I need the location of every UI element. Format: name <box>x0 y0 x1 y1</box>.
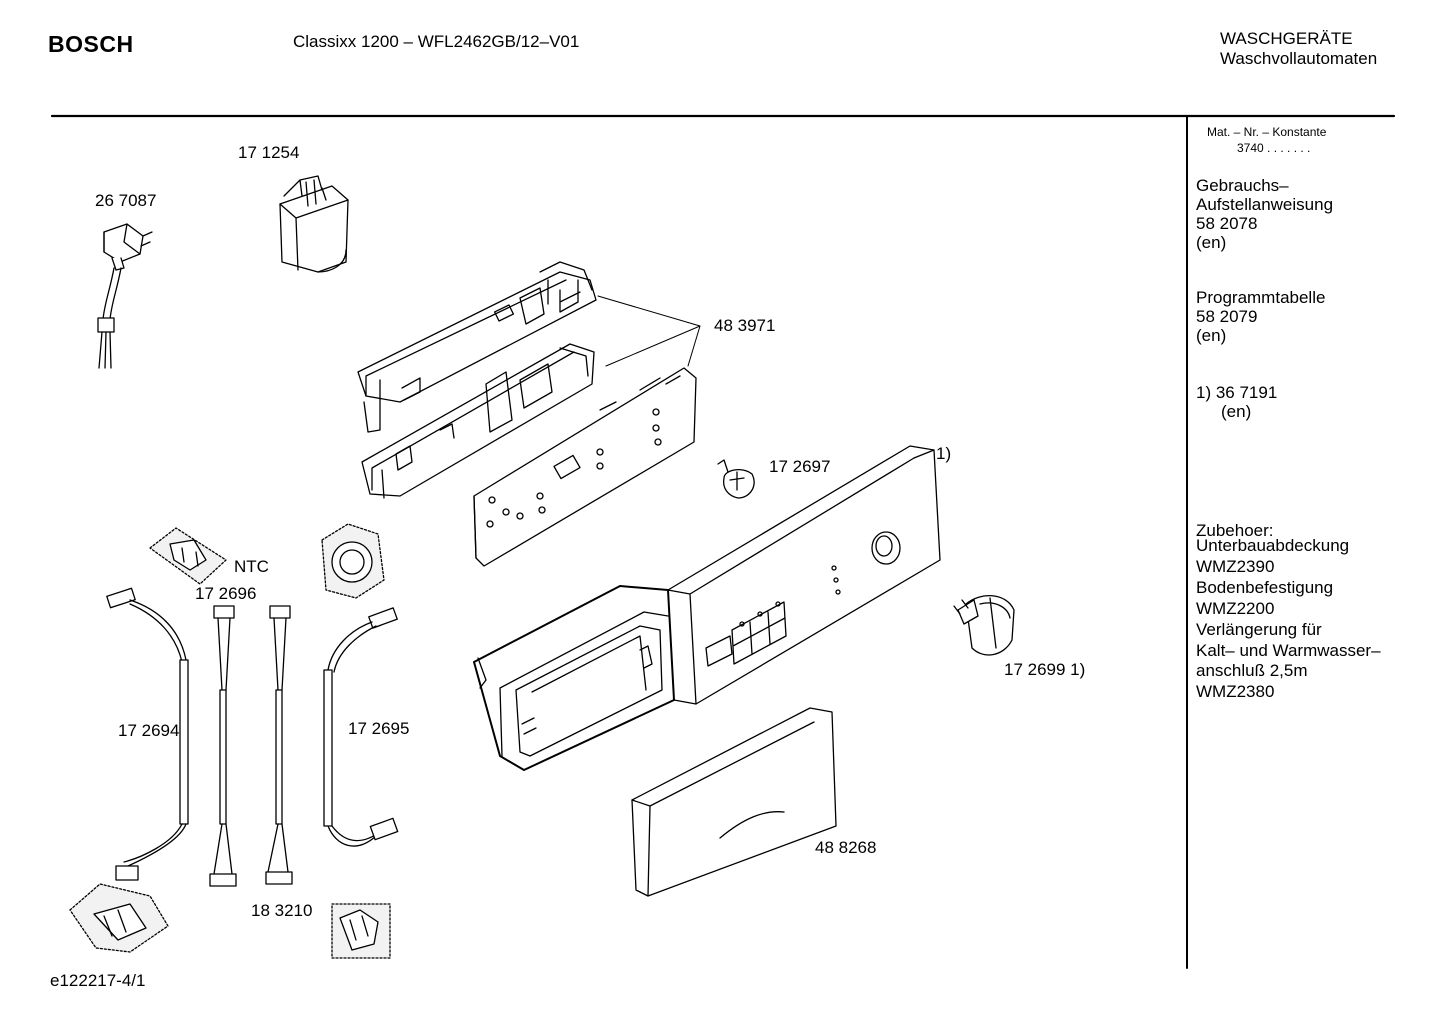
part-label-footnote-marker: 1) <box>936 444 952 463</box>
selector-knob <box>953 594 1015 656</box>
accessory-item: Bodenbefestigung <box>1196 578 1334 597</box>
drawer-surround <box>473 585 675 771</box>
drawer-front-cover <box>631 707 837 897</box>
accessories-heading: Zubehoer: <box>1196 521 1274 540</box>
part-label-172697: 17 2697 <box>769 457 831 476</box>
connector-shaded-right <box>331 903 391 959</box>
footnote-line1: 1) 36 7191 <box>1196 383 1278 402</box>
accessory-item: WMZ2380 <box>1196 682 1275 701</box>
ntc-sensor <box>149 527 227 585</box>
wiring-harness-right <box>323 607 399 847</box>
category-line1: WASCHGERÄTE <box>1220 29 1353 48</box>
program-number: 58 2079 <box>1196 307 1258 326</box>
part-label-172696: 17 2696 <box>195 584 257 603</box>
part-label-483971: 48 3971 <box>714 316 776 335</box>
manual-number: 58 2078 <box>1196 214 1258 233</box>
connector-shaded-left <box>69 883 169 953</box>
program-lang: (en) <box>1196 326 1227 345</box>
part-label-267087: 26 7087 <box>95 191 157 210</box>
mat-nr-value: 3740 . . . . . . . <box>1237 141 1311 155</box>
power-cable-plug <box>97 223 153 369</box>
pcb-board <box>473 367 697 567</box>
footnote-lang: (en) <box>1221 402 1252 421</box>
accessory-item: WMZ2390 <box>1196 557 1275 576</box>
capacitor <box>279 175 349 273</box>
category-line2: Waschvollautomaten <box>1220 49 1378 68</box>
model-title: Classixx 1200 – WFL2462GB/12–V01 <box>293 32 580 51</box>
manual-lang: (en) <box>1196 233 1227 252</box>
part-label-171254: 17 1254 <box>238 143 300 162</box>
knob-shaft <box>717 459 755 499</box>
mat-nr-label: Mat. – Nr. – Konstante <box>1207 125 1327 139</box>
accessory-item: WMZ2200 <box>1196 599 1275 618</box>
part-label-488268: 48 8268 <box>815 838 877 857</box>
part-label-172694: 17 2694 <box>118 721 180 740</box>
accessory-item: Verlängerung für <box>1196 620 1322 639</box>
part-label-183210: 18 3210 <box>251 901 313 920</box>
motor-part <box>321 523 385 599</box>
part-label-172699: 17 2699 1) <box>1004 660 1086 679</box>
control-module-housing <box>357 261 597 433</box>
accessory-item: anschluß 2,5m <box>1196 661 1308 680</box>
accessory-item: Unterbauabdeckung <box>1196 536 1350 555</box>
manual-line2: Aufstellanweisung <box>1196 195 1334 214</box>
part-label-172695: 17 2695 <box>348 719 410 738</box>
brand-logo: BOSCH <box>48 31 134 57</box>
accessory-item: Kalt– und Warmwasser– <box>1196 641 1381 660</box>
part-label-ntc: NTC <box>234 557 269 576</box>
wiring-harness-center-left <box>209 605 237 887</box>
wiring-harness-center-right <box>265 605 293 885</box>
document-id: e122217-4/1 <box>50 971 146 990</box>
program-line1: Programmtabelle <box>1196 288 1326 307</box>
control-module-frame <box>361 343 595 499</box>
wiring-harness-left <box>106 587 189 881</box>
control-panel-fascia <box>667 445 941 705</box>
manual-line1: Gebrauchs– <box>1196 176 1289 195</box>
leader-483971 <box>597 295 701 367</box>
